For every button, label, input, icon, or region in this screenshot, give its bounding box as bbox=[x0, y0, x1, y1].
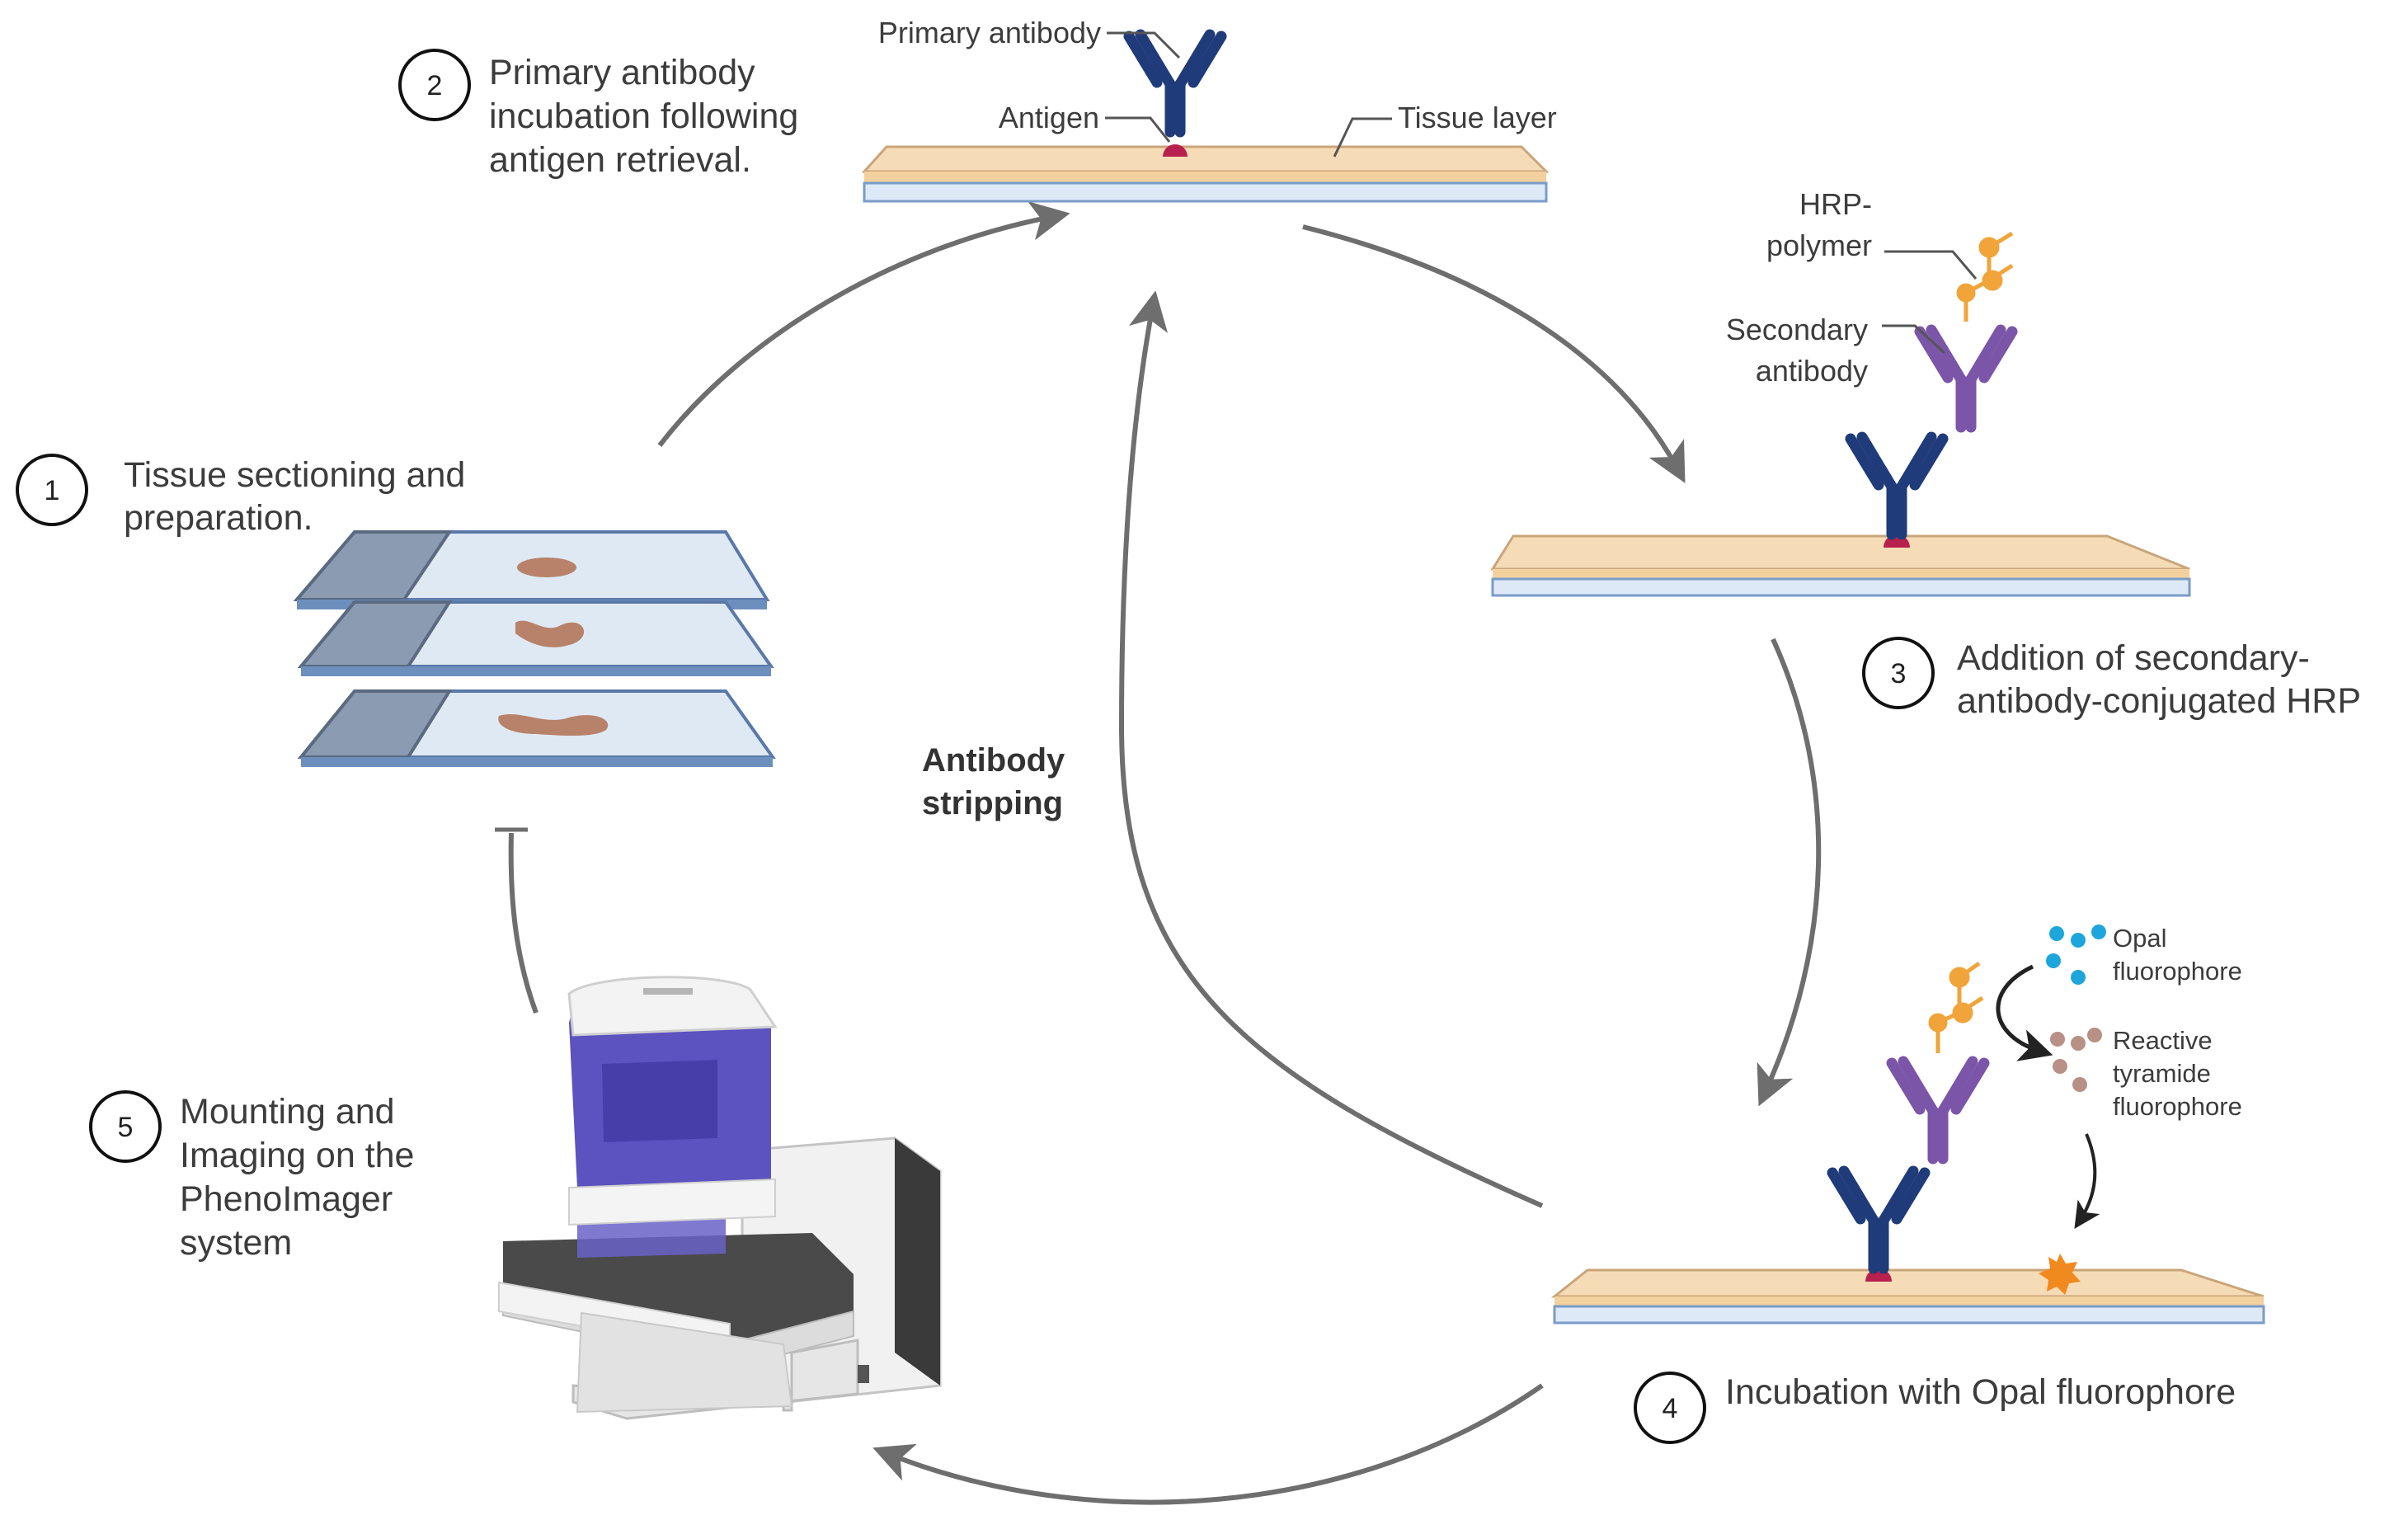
opal-fluorophore-dots bbox=[2046, 925, 2106, 985]
hrp-polymer-icon-3 bbox=[1956, 231, 2014, 322]
arrow-4-to-5 bbox=[872, 1383, 1544, 1505]
label-hrp-polymer-2: polymer bbox=[1766, 228, 1872, 262]
leader-antigen bbox=[1105, 116, 1171, 143]
label-secondary-antibody-2: antibody bbox=[1756, 354, 1868, 388]
step-4-badge: 4 bbox=[1634, 1372, 1706, 1444]
fluorophore-deposit-icon bbox=[2039, 1254, 2081, 1295]
step-1-caption: Tissue sectioning and preparation. bbox=[124, 455, 465, 538]
step-3-line-1: Addition of secondary- bbox=[1957, 638, 2310, 678]
reactive-tyramide-dots bbox=[2050, 1028, 2102, 1092]
step-2-tissue bbox=[861, 31, 1550, 203]
step-4-line-1: Incubation with Opal fluorophore bbox=[1725, 1372, 2236, 1412]
slide-2 bbox=[297, 600, 774, 676]
leader-primary-antibody bbox=[1107, 31, 1181, 59]
leader-hrp-polymer bbox=[1884, 250, 1978, 280]
step-4-tissue bbox=[1550, 925, 2265, 1325]
step-1-number: 1 bbox=[45, 475, 60, 506]
step-5-line-2: Imaging on the bbox=[180, 1136, 414, 1175]
step-number-circles: 1 2 3 4 5 bbox=[16, 49, 1935, 1444]
leader-secondary-antibody bbox=[1882, 324, 1946, 355]
secondary-antibody-icon-4 bbox=[1892, 1061, 1984, 1159]
arrow-1-to-2 bbox=[657, 201, 1070, 447]
step-2-badge: 2 bbox=[398, 49, 471, 121]
step-1-line-1: Tissue sectioning and bbox=[124, 455, 465, 495]
antigen-icon bbox=[1163, 144, 1188, 157]
step-2-number: 2 bbox=[427, 70, 443, 101]
arrow-5-to-1 bbox=[508, 832, 539, 1014]
step-5-imager bbox=[498, 976, 942, 1420]
label-primary-antibody: Primary antibody bbox=[878, 16, 1101, 49]
cycle-arrows bbox=[495, 201, 1822, 1505]
label-tissue-layer: Tissue layer bbox=[1398, 101, 1557, 134]
step-2-line-1: Primary antibody bbox=[489, 53, 755, 92]
step-1-badge: 1 bbox=[16, 454, 88, 526]
primary-antibody-icon-3 bbox=[1851, 437, 1943, 534]
step-2-line-3: antigen retrieval. bbox=[489, 140, 751, 180]
hrp-polymer-icon-4 bbox=[1928, 961, 1984, 1053]
label-secondary-antibody-1: Secondary bbox=[1726, 313, 1868, 346]
step-1-line-2: preparation. bbox=[124, 498, 313, 538]
label-tyramide-3: fluorophore bbox=[2113, 1092, 2242, 1121]
step-3-tissue bbox=[1490, 231, 2191, 597]
slide-3 bbox=[297, 689, 776, 767]
primary-antibody-icon-4 bbox=[1832, 1171, 1925, 1268]
slide-1 bbox=[293, 530, 770, 609]
step-3-badge: 3 bbox=[1862, 637, 1935, 709]
label-tyramide-1: Reactive bbox=[2113, 1026, 2213, 1055]
step-5-line-4: system bbox=[180, 1223, 292, 1263]
step-5-badge: 5 bbox=[89, 1090, 162, 1163]
conversion-arrow bbox=[1996, 964, 2053, 1061]
label-opal-1: Opal bbox=[2113, 924, 2166, 953]
step-5-caption: Mounting and Imaging on the PhenoImager … bbox=[180, 1092, 414, 1263]
step-1-slides bbox=[293, 530, 776, 767]
step-4-number: 4 bbox=[1663, 1393, 1678, 1424]
step-3-line-2: antibody-conjugated HRP bbox=[1957, 681, 2361, 721]
arrow-antibody-stripping bbox=[1118, 290, 1544, 1208]
label-antibody-stripping-2: stripping bbox=[922, 785, 1063, 821]
deposition-arrow bbox=[2074, 1133, 2100, 1230]
label-antibody-stripping-1: Antibody bbox=[922, 742, 1065, 779]
step-3-caption: Addition of secondary- antibody-conjugat… bbox=[1957, 638, 2361, 721]
label-hrp-polymer-1: HRP- bbox=[1799, 187, 1872, 221]
label-tyramide-2: tyramide bbox=[2113, 1059, 2211, 1088]
step-3-number: 3 bbox=[1891, 658, 1907, 689]
step-4-caption: Incubation with Opal fluorophore bbox=[1725, 1372, 2236, 1412]
label-antigen: Antigen bbox=[999, 101, 1099, 134]
step-5-number: 5 bbox=[118, 1112, 134, 1143]
label-opal-2: fluorophore bbox=[2113, 957, 2242, 986]
arrow-2-to-3 bbox=[1302, 224, 1686, 483]
step-2-line-2: incubation following bbox=[489, 96, 798, 136]
arrow-3-to-4 bbox=[1757, 638, 1822, 1107]
step-5-line-1: Mounting and bbox=[180, 1092, 395, 1132]
step-2-caption: Primary antibody incubation following an… bbox=[489, 53, 798, 180]
leader-tissue-layer bbox=[1333, 117, 1392, 158]
step-5-line-3: PhenoImager bbox=[180, 1179, 393, 1219]
